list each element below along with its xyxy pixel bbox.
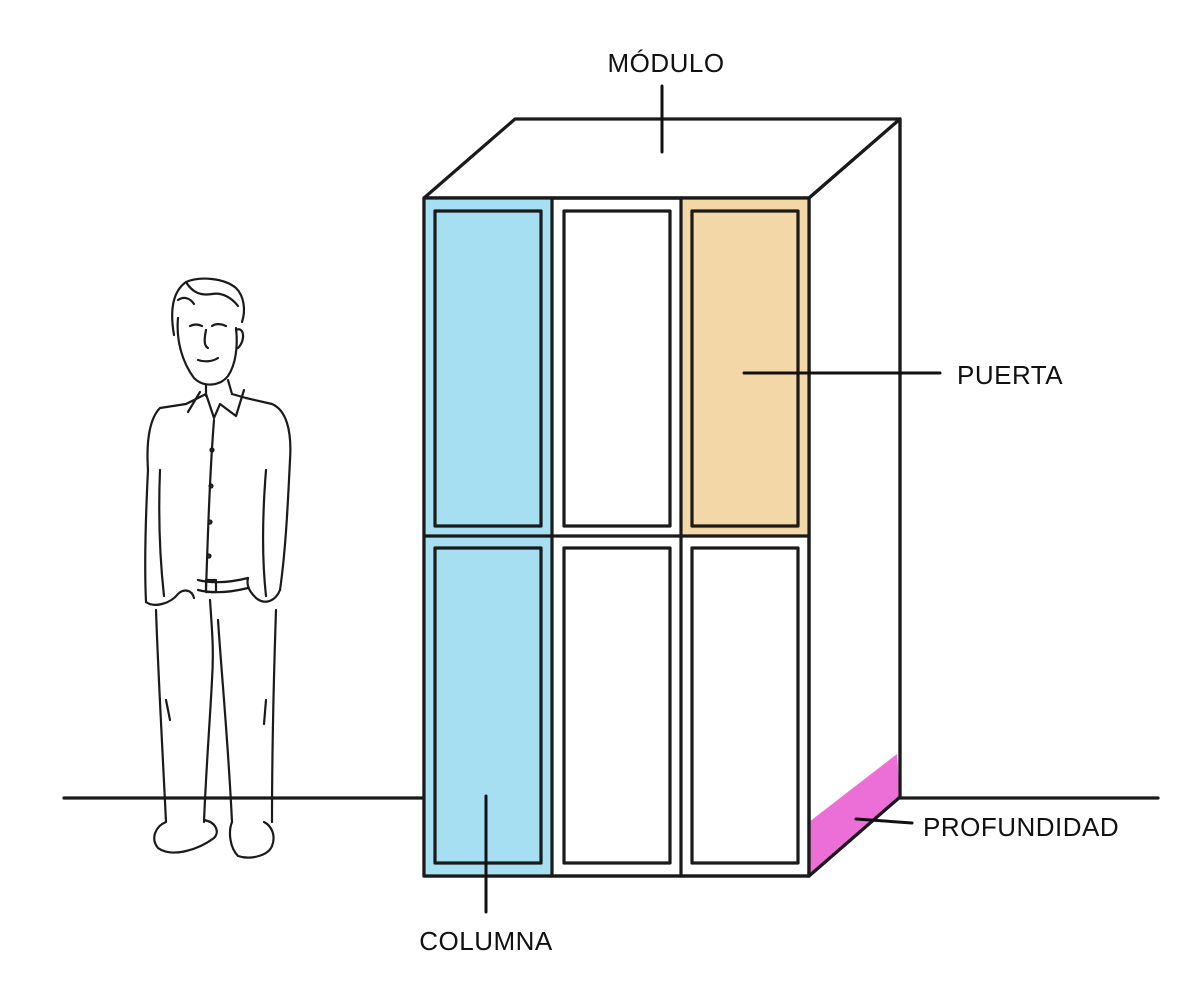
door-panel-c2-bottom: [562, 546, 672, 865]
door-highlight-bg: [682, 199, 808, 536]
door-panel-c3-bottom: [690, 546, 800, 865]
door-panel-c1-top: [433, 209, 543, 528]
person-sketch: [144, 277, 292, 859]
cabinet-module: [422, 117, 902, 878]
leader-profundidad: [854, 817, 914, 825]
label-profundidad: PROFUNDIDAD: [923, 812, 1119, 842]
door-panel-c2-top: [562, 209, 672, 528]
label-modulo: MÓDULO: [607, 48, 724, 78]
depth-highlight: [809, 754, 900, 876]
label-puerta: PUERTA: [957, 360, 1063, 390]
label-columna: COLUMNA: [419, 926, 553, 956]
door-panel-c1-bottom: [433, 546, 543, 865]
door-panel-c3-top: [690, 209, 800, 528]
